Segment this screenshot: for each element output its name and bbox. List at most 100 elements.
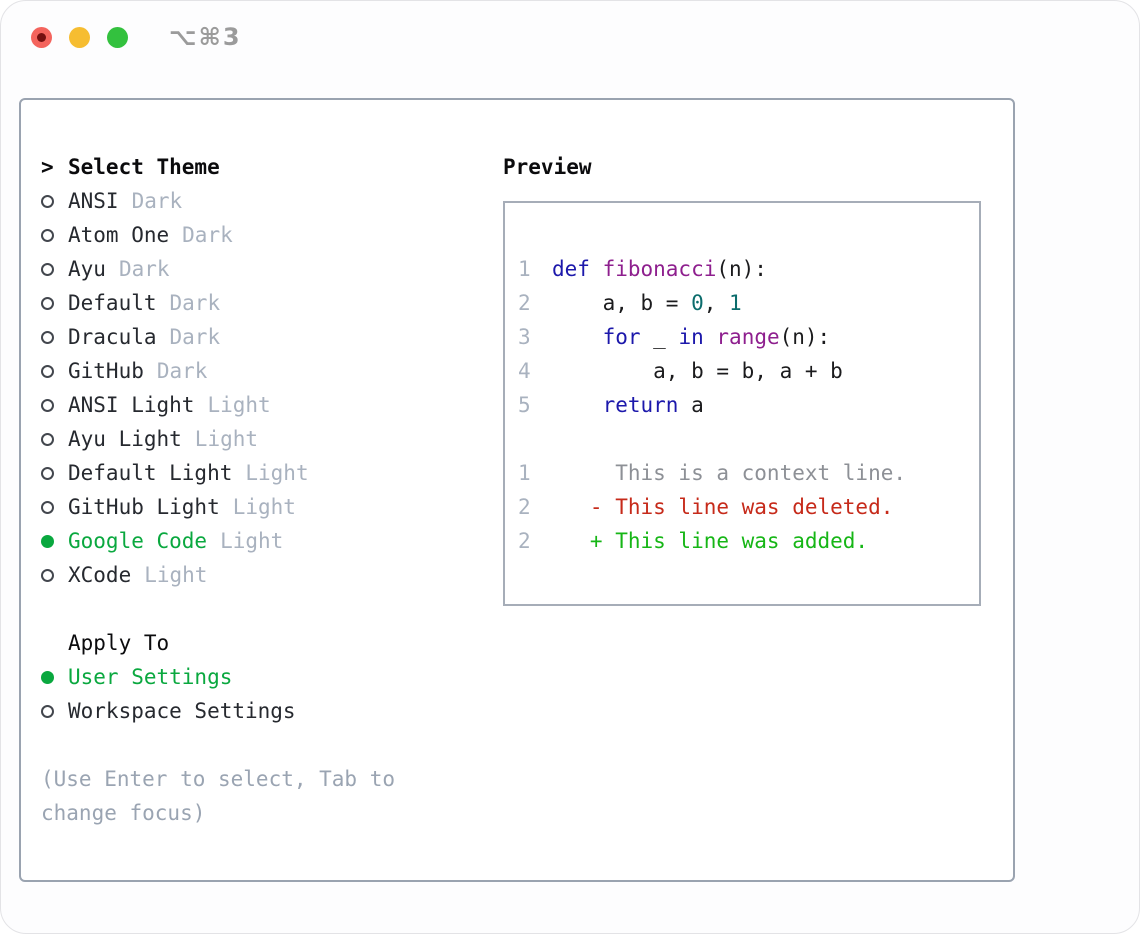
- preview-header: Preview: [503, 155, 592, 179]
- code-token: for: [602, 325, 641, 349]
- radio-icon: [41, 364, 68, 378]
- radio-icon: [41, 296, 68, 310]
- code-token: 1: [729, 291, 742, 315]
- code-token: [704, 325, 717, 349]
- theme-variant-badge: Dark: [156, 359, 208, 383]
- spacer: [518, 422, 971, 456]
- theme-variant-badge: Light: [245, 461, 309, 485]
- code-token: 0: [691, 291, 704, 315]
- diff-text: - This line was deleted.: [552, 495, 894, 519]
- theme-option-dracula[interactable]: Dracula Dark: [41, 320, 395, 354]
- code-token: a: [678, 393, 704, 417]
- spacer: [41, 592, 395, 626]
- minimize-button[interactable]: [69, 27, 90, 48]
- diff-line-deleted: 2 - This line was deleted.: [518, 490, 971, 524]
- theme-option-default-light[interactable]: Default Light Light: [41, 456, 395, 490]
- theme-option-label: Ayu: [68, 257, 106, 281]
- code-token: _: [640, 325, 679, 349]
- line-number: 2: [518, 529, 531, 553]
- theme-option-label: Default Light: [68, 461, 233, 485]
- code-token: a, b =: [552, 291, 692, 315]
- code-token: (n):: [716, 257, 767, 281]
- theme-variant-badge: Light: [144, 563, 208, 587]
- apply-option-label: User Settings: [68, 665, 233, 689]
- radio-icon: [41, 398, 68, 412]
- code-line: 4 a, b = b, a + b: [518, 354, 971, 388]
- window-title: ⌥⌘3: [169, 23, 242, 51]
- line-number: 1: [518, 461, 531, 485]
- apply-option-label: Workspace Settings: [68, 699, 296, 723]
- diff-text: + This line was added.: [552, 529, 869, 553]
- radio-icon: [41, 330, 68, 344]
- diff-line-added: 2 + This line was added.: [518, 524, 971, 558]
- radio-icon: [41, 262, 68, 276]
- theme-option-label: Google Code: [68, 529, 208, 553]
- line-number: 5: [518, 393, 531, 417]
- theme-variant-badge: Dark: [169, 325, 221, 349]
- apply-to-header: Apply To: [68, 631, 170, 655]
- theme-option-label: GitHub Light: [68, 495, 220, 519]
- theme-option-label: Atom One: [68, 223, 170, 247]
- code-token: [552, 325, 603, 349]
- spacer: [41, 728, 395, 762]
- code-token: fibonacci: [602, 257, 717, 281]
- theme-option-xcode[interactable]: XCode Light: [41, 558, 395, 592]
- code-line: 2 a, b = 0, 1: [518, 286, 971, 320]
- theme-option-ansi-light[interactable]: ANSI Light Light: [41, 388, 395, 422]
- line-number: 3: [518, 325, 531, 349]
- theme-variant-badge: Light: [207, 393, 271, 417]
- code-token: def: [552, 257, 603, 281]
- theme-option-ayu[interactable]: Ayu Dark: [41, 252, 395, 286]
- radio-icon: [41, 194, 68, 208]
- close-button[interactable]: [31, 27, 52, 48]
- code-token: return: [602, 393, 679, 417]
- apply-option-workspace-settings[interactable]: Workspace Settings: [41, 694, 395, 728]
- hint-line: change focus): [41, 801, 206, 825]
- theme-variant-badge: Dark: [131, 189, 183, 213]
- theme-option-github-light[interactable]: GitHub Light Light: [41, 490, 395, 524]
- titlebar: ⌥⌘3: [1, 1, 1139, 98]
- unsaved-dot-icon: [37, 33, 46, 42]
- code-line: 1 def fibonacci(n):: [518, 252, 971, 286]
- code-token: in: [678, 325, 704, 349]
- line-number: 2: [518, 495, 531, 519]
- keyboard-hint: (Use Enter to select, Tab to change focu…: [41, 762, 395, 830]
- theme-option-label: XCode: [68, 563, 132, 587]
- line-number: 2: [518, 291, 531, 315]
- radio-selected-icon: [41, 670, 68, 684]
- radio-selected-icon: [41, 534, 68, 548]
- maximize-button[interactable]: [107, 27, 128, 48]
- select-theme-header: >Select Theme: [41, 150, 395, 184]
- theme-variant-badge: Light: [232, 495, 296, 519]
- radio-icon: [41, 432, 68, 446]
- code-line: 3 for _ in range(n):: [518, 320, 971, 354]
- radio-icon: [41, 704, 68, 718]
- code-line: 5 return a: [518, 388, 971, 422]
- focus-prompt-icon: >: [41, 155, 54, 179]
- code-token: range: [716, 325, 780, 349]
- code-token: (n):: [779, 325, 831, 349]
- line-number: 1: [518, 257, 531, 281]
- apply-option-user-settings[interactable]: User Settings: [41, 660, 395, 694]
- theme-option-label: ANSI Light: [68, 393, 195, 417]
- code-token: [552, 393, 603, 417]
- radio-icon: [41, 568, 68, 582]
- theme-variant-badge: Dark: [118, 257, 170, 281]
- theme-variant-badge: Light: [194, 427, 259, 451]
- diff-text: This is a context line.: [552, 461, 907, 485]
- theme-option-label: Dracula: [68, 325, 157, 349]
- diff-preview: 1 This is a context line. 2 - This line w…: [518, 456, 971, 558]
